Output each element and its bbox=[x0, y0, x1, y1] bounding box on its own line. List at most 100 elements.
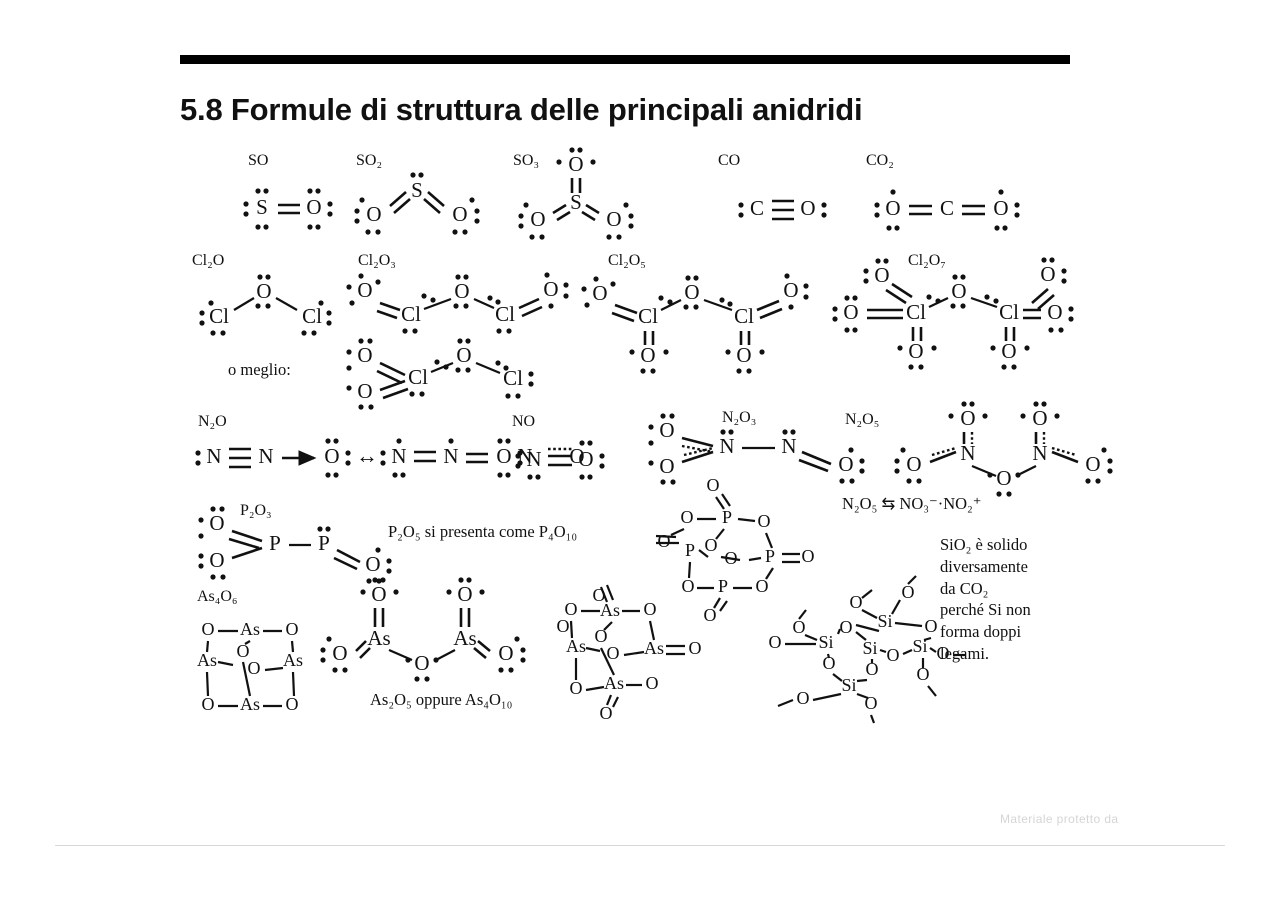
structure-p2o3: O O P P O bbox=[198, 506, 392, 584]
svg-text:O: O bbox=[996, 466, 1011, 490]
svg-text:O: O bbox=[248, 658, 261, 678]
svg-text:O: O bbox=[865, 693, 878, 713]
svg-text:O: O bbox=[874, 263, 889, 287]
svg-text:P: P bbox=[722, 507, 732, 527]
svg-text:O: O bbox=[684, 280, 699, 304]
svg-text:Si: Si bbox=[841, 675, 856, 695]
svg-text:As: As bbox=[644, 638, 664, 658]
structure-cl2o3: O Cl O Cl O bbox=[346, 272, 569, 334]
svg-text:As: As bbox=[604, 673, 624, 693]
svg-text:O: O bbox=[237, 641, 250, 661]
structure-co2: O C O bbox=[874, 189, 1020, 231]
svg-text:O: O bbox=[906, 452, 921, 476]
svg-text:O: O bbox=[371, 582, 386, 606]
svg-text:O: O bbox=[707, 475, 720, 495]
svg-text:O: O bbox=[209, 548, 224, 572]
svg-text:O: O bbox=[209, 511, 224, 535]
label-so2: SO₂ bbox=[356, 152, 383, 169]
svg-text:O: O bbox=[917, 664, 930, 684]
svg-text:O: O bbox=[324, 444, 339, 468]
svg-text:Cl: Cl bbox=[638, 304, 658, 328]
svg-text:O: O bbox=[925, 616, 938, 636]
svg-text:O: O bbox=[705, 535, 718, 555]
svg-text:P: P bbox=[718, 576, 728, 596]
label-co2: CO₂ bbox=[866, 152, 894, 169]
label-cl2o3: Cl₂O₃ bbox=[358, 252, 396, 269]
svg-text:O: O bbox=[736, 343, 751, 367]
svg-text:N: N bbox=[781, 434, 796, 458]
svg-text:O: O bbox=[565, 599, 578, 619]
svg-text:O: O bbox=[357, 278, 372, 302]
svg-text:O: O bbox=[800, 196, 815, 220]
svg-text:O: O bbox=[414, 651, 429, 675]
svg-text:Cl: Cl bbox=[401, 302, 421, 326]
svg-text:Si: Si bbox=[818, 632, 833, 652]
structure-as4o10: O As O O As O O As O O As O O O bbox=[557, 584, 702, 723]
label-n2o: N₂O bbox=[198, 413, 227, 430]
svg-text:N: N bbox=[258, 444, 273, 468]
page-title: 5.8 Formule di struttura delle principal… bbox=[180, 92, 863, 127]
label-cl2o: Cl₂O bbox=[192, 252, 225, 269]
header-rule bbox=[180, 55, 1070, 64]
svg-text:As: As bbox=[197, 650, 217, 670]
svg-text:O: O bbox=[606, 207, 621, 231]
svg-text:O: O bbox=[993, 196, 1008, 220]
note-sio2-line: forma doppi bbox=[940, 622, 1022, 642]
svg-text:O: O bbox=[256, 279, 271, 303]
svg-text:O: O bbox=[1040, 262, 1055, 286]
svg-text:C: C bbox=[750, 196, 764, 220]
note-sio2-line: da CO₂ bbox=[940, 578, 989, 598]
svg-text:N: N bbox=[960, 441, 975, 465]
svg-text:O: O bbox=[659, 454, 674, 478]
structure-p4o10: O P O O O P O O P O O P O O bbox=[655, 475, 815, 625]
svg-text:O: O bbox=[725, 548, 738, 568]
svg-text:O: O bbox=[607, 643, 620, 663]
label-p2o3: P₂O₃ bbox=[240, 502, 272, 519]
svg-text:O: O bbox=[530, 207, 545, 231]
svg-text:O: O bbox=[866, 659, 879, 679]
svg-text:N: N bbox=[443, 444, 458, 468]
svg-text:O: O bbox=[498, 641, 513, 665]
svg-text:O: O bbox=[592, 281, 607, 305]
svg-text:Cl: Cl bbox=[503, 366, 523, 390]
svg-text:N: N bbox=[1032, 441, 1047, 465]
svg-text:Si: Si bbox=[877, 611, 892, 631]
svg-text:O: O bbox=[689, 638, 702, 658]
svg-text:O: O bbox=[840, 617, 853, 637]
svg-text:O: O bbox=[843, 300, 858, 324]
svg-text:O: O bbox=[885, 196, 900, 220]
svg-text:N: N bbox=[391, 444, 406, 468]
svg-text:O: O bbox=[758, 511, 771, 531]
svg-text:As: As bbox=[600, 600, 620, 620]
svg-text:O: O bbox=[960, 406, 975, 430]
svg-text:Cl: Cl bbox=[302, 304, 322, 328]
svg-text:O: O bbox=[1085, 452, 1100, 476]
structure-as2o5: O O As As O O O bbox=[320, 577, 526, 682]
svg-text:O: O bbox=[850, 592, 863, 612]
label-cl2o7: Cl₂O₇ bbox=[908, 252, 946, 269]
structure-cl2o3-alt: O O Cl O Cl bbox=[346, 338, 534, 410]
equation-n2o5-equilibrium: N₂O₅ ⇆ NO₃⁻·NO₂⁺ bbox=[842, 494, 982, 513]
note-sio2-line: diversamente bbox=[940, 556, 1028, 576]
structure-n2o3: O O N N O bbox=[648, 413, 865, 485]
svg-text:O: O bbox=[557, 616, 570, 636]
svg-text:O: O bbox=[595, 626, 608, 646]
structure-cl2o: O Cl Cl bbox=[199, 274, 332, 336]
svg-text:O: O bbox=[600, 703, 613, 723]
svg-text:O: O bbox=[332, 641, 347, 665]
svg-text:O: O bbox=[452, 202, 467, 226]
svg-text:P: P bbox=[765, 546, 775, 566]
label-as4o6: As₄O₆ bbox=[197, 588, 238, 605]
svg-text:Cl: Cl bbox=[408, 365, 428, 389]
structure-n2o5: O O N N O O O bbox=[894, 401, 1113, 497]
resonance-arrow-icon: ↔ bbox=[356, 443, 378, 468]
svg-text:As: As bbox=[367, 626, 390, 650]
svg-text:O: O bbox=[593, 585, 606, 605]
svg-text:O: O bbox=[887, 645, 900, 665]
svg-text:O: O bbox=[202, 619, 215, 639]
svg-text:As: As bbox=[240, 619, 260, 639]
svg-text:O: O bbox=[769, 632, 782, 652]
label-so3: SO₃ bbox=[513, 152, 540, 169]
structure-no-lewis: N O bbox=[512, 437, 622, 483]
